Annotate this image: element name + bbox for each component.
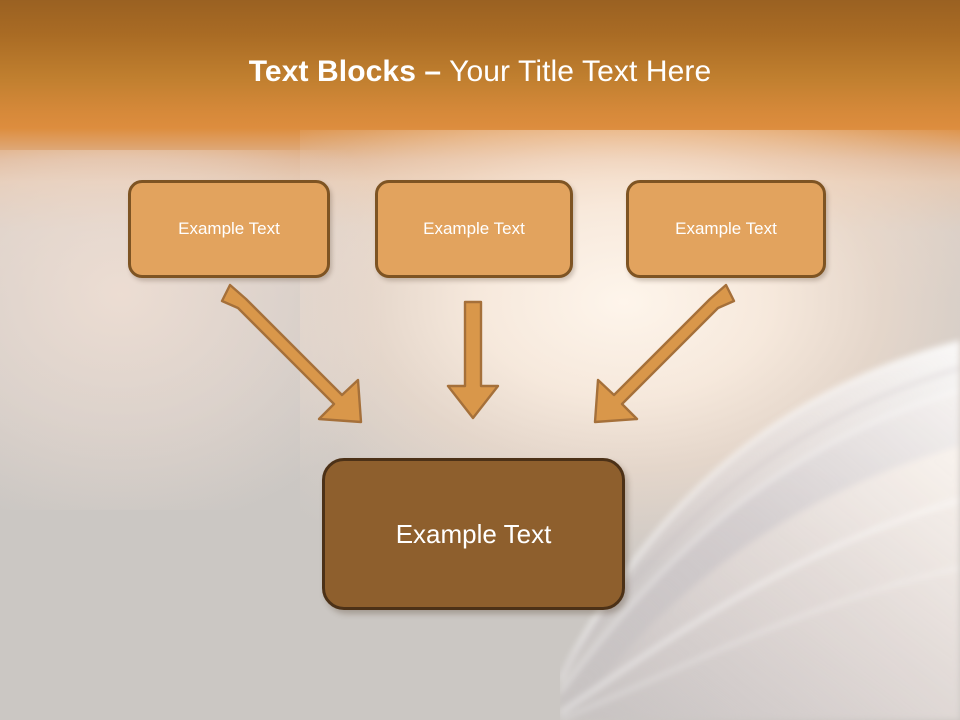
text-block-2-label: Example Text bbox=[423, 219, 525, 238]
text-block-summary[interactable]: Example Text bbox=[322, 458, 625, 610]
arrow-down-right-icon bbox=[218, 282, 378, 432]
text-block-2[interactable]: Example Text bbox=[375, 180, 573, 278]
text-block-3[interactable]: Example Text bbox=[626, 180, 826, 278]
text-block-summary-label: Example Text bbox=[395, 518, 552, 549]
page-title-light: Your Title Text Here bbox=[441, 55, 712, 88]
text-block-1[interactable]: Example Text bbox=[128, 180, 330, 278]
text-block-3-label: Example Text bbox=[675, 219, 777, 238]
swoosh-graphic bbox=[560, 250, 960, 720]
page-title-bold: Text Blocks – bbox=[248, 55, 442, 88]
page-title: Text Blocks – Your Title Text Here bbox=[0, 52, 960, 92]
arrow-down-icon bbox=[440, 296, 506, 424]
text-block-1-label: Example Text bbox=[178, 219, 280, 238]
arrow-down-left-icon bbox=[578, 282, 738, 432]
